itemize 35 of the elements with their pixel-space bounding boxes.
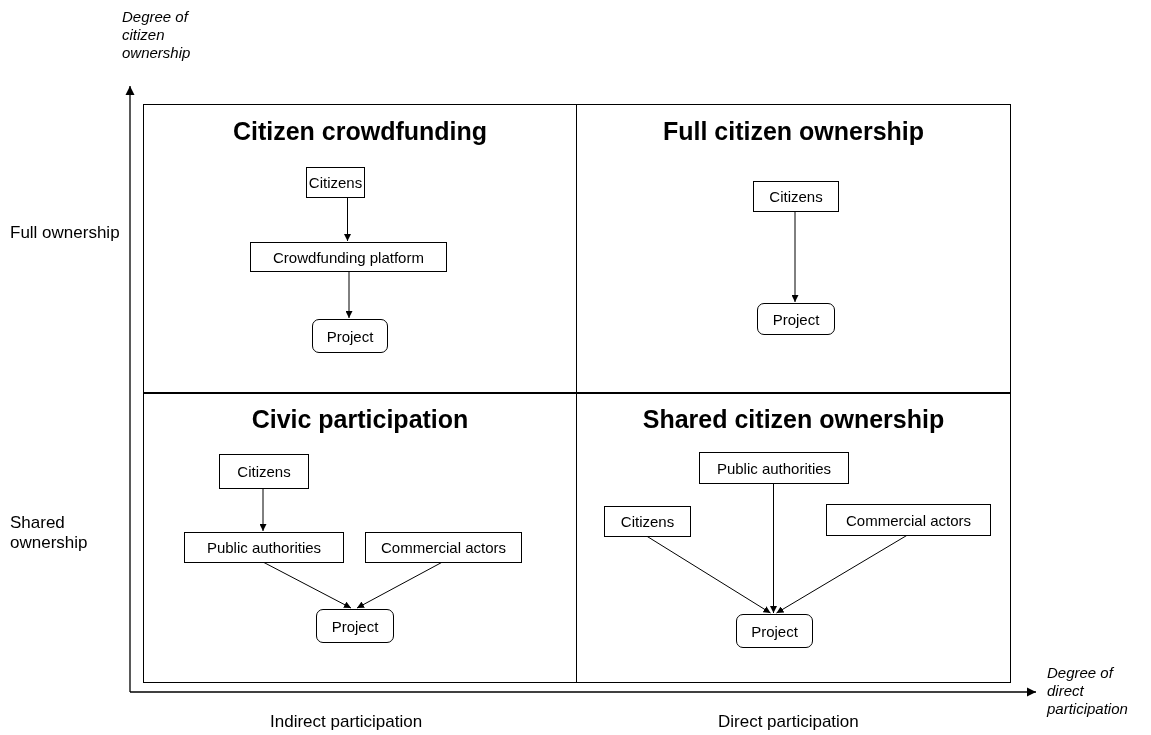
axis-label: Indirect participation <box>270 712 424 733</box>
actor-box: Crowdfunding platform <box>250 242 447 272</box>
arrow <box>791 210 799 303</box>
project-box: Project <box>757 303 835 335</box>
arrow <box>770 482 777 614</box>
actor-box: Public authorities <box>699 452 849 484</box>
arrow <box>259 487 267 532</box>
arrow <box>345 270 353 319</box>
actor-box: Citizens <box>604 506 691 537</box>
arrow <box>356 561 443 609</box>
axis-label: Full ownership <box>10 223 120 244</box>
axis-label: Direct participation <box>718 712 860 733</box>
arrow <box>776 534 908 614</box>
actor-box: Public authorities <box>184 532 344 563</box>
project-box: Project <box>312 319 388 353</box>
axis-label: Shared ownership <box>10 513 89 554</box>
quadrant-title: Civic participation <box>250 405 470 434</box>
axis-label: Degree of citizen ownership <box>122 8 192 62</box>
actor-box: Commercial actors <box>826 504 991 536</box>
project-box: Project <box>736 614 813 648</box>
actor-box: Citizens <box>219 454 309 489</box>
quadrant-title: Full citizen ownership <box>661 117 926 146</box>
quadrant-panel <box>143 104 577 394</box>
actor-box: Citizens <box>306 167 365 198</box>
quadrant-panel <box>576 104 1011 394</box>
quadrant-title: Shared citizen ownership <box>641 405 946 434</box>
arrow <box>646 535 771 614</box>
quadrant-title: Citizen crowdfunding <box>231 117 489 146</box>
quadrant-panel <box>143 392 577 683</box>
axis-label: Degree of direct participation <box>1047 664 1129 718</box>
arrow <box>344 196 351 242</box>
actor-box: Citizens <box>753 181 839 212</box>
quadrant-panel <box>576 392 1011 683</box>
project-box: Project <box>316 609 394 643</box>
actor-box: Commercial actors <box>365 532 522 563</box>
